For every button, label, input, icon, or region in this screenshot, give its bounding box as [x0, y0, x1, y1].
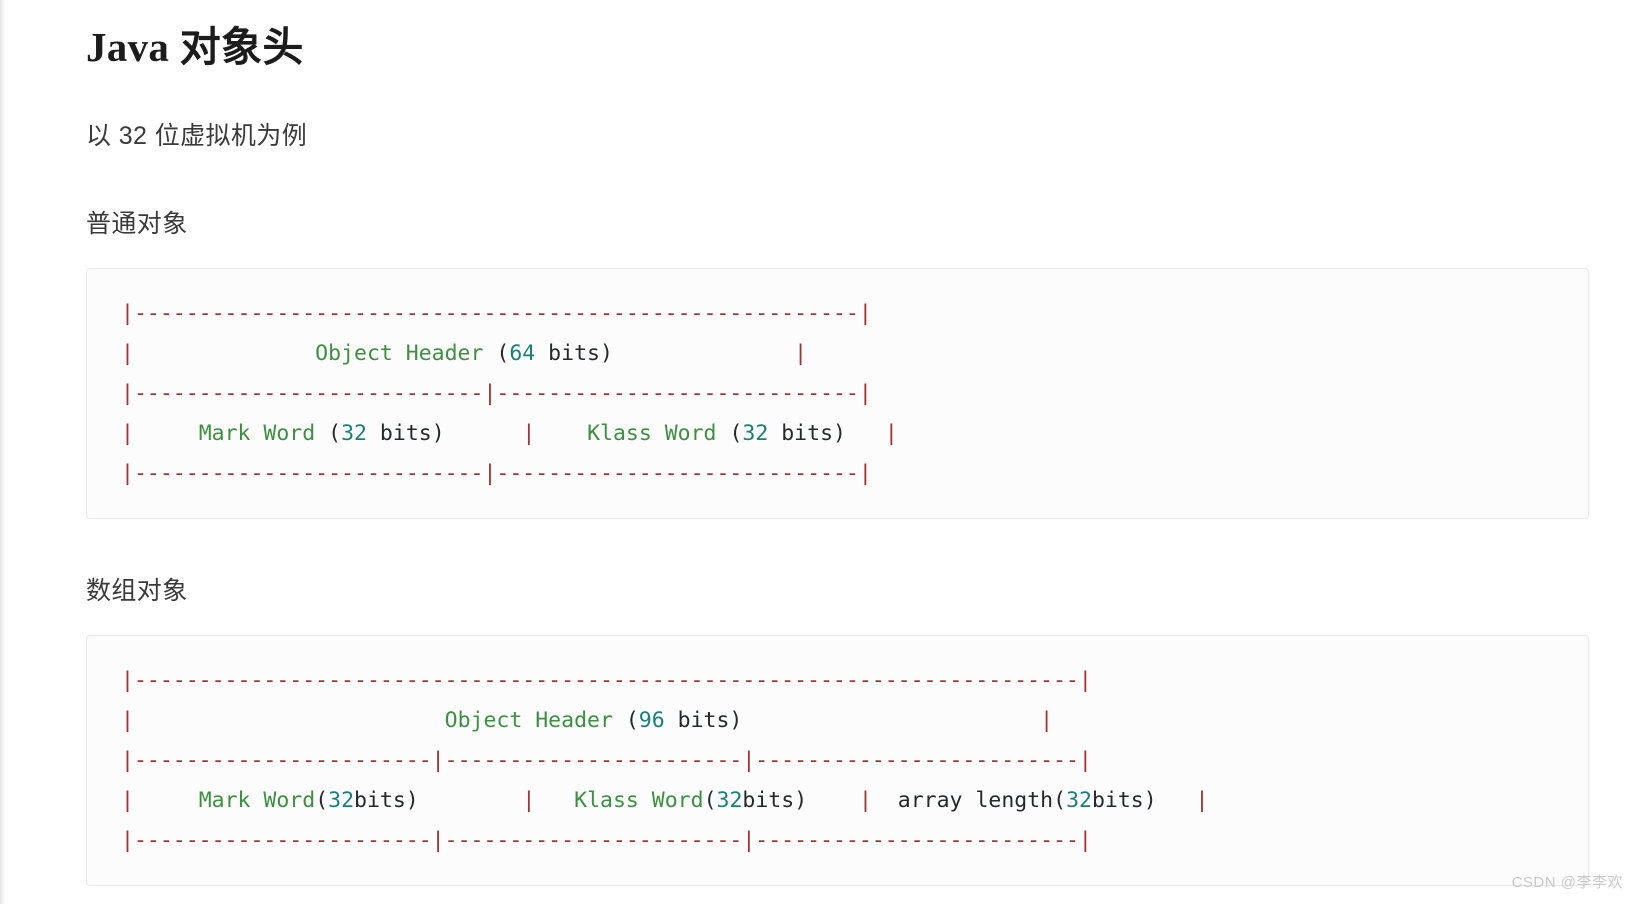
code-token: |: [483, 461, 497, 487]
code-token: ---------------------------: [133, 461, 484, 487]
code-token: -------------------------: [755, 828, 1079, 854]
code-token: [1157, 788, 1196, 813]
code-token: |: [1195, 788, 1209, 814]
code-token: bits): [535, 341, 613, 367]
code-token: |: [431, 748, 445, 774]
code-token: |: [121, 461, 134, 487]
code-token: |: [483, 381, 497, 407]
code-token: bits): [742, 788, 808, 814]
code-token: [535, 788, 574, 813]
code-token: 32: [716, 788, 743, 814]
code-token: 96: [638, 708, 665, 734]
code-token: |: [121, 421, 134, 447]
code-token: -----------------------: [444, 828, 743, 854]
code-token: Object Header: [315, 341, 497, 367]
code-token: |: [794, 341, 808, 367]
code-token: |: [884, 421, 898, 447]
page-edge-strip: [0, 0, 5, 904]
code-token: bits): [1091, 788, 1157, 814]
code-token: [846, 421, 885, 446]
code-token: [535, 421, 587, 446]
code-token: |: [121, 341, 134, 367]
code-token: [445, 421, 523, 446]
code-token: |: [1078, 668, 1092, 694]
code-token: bits): [354, 788, 419, 814]
code-token: Klass Word: [574, 788, 704, 814]
code-token: ----------------------------------------…: [133, 301, 859, 327]
code-token: |: [742, 828, 756, 854]
code-token: Mark Word: [198, 421, 329, 447]
code-token: |: [121, 788, 134, 814]
code-token: -----------------------: [444, 748, 743, 774]
code-token: |: [522, 421, 536, 447]
code-token: |: [121, 828, 134, 854]
code-token: -------------------------: [755, 748, 1079, 774]
code-token: [134, 421, 199, 446]
code-token: Mark Word: [198, 788, 316, 814]
code-token: ----------------------------: [496, 461, 859, 487]
code-token: Object Header: [444, 708, 626, 734]
code-token: |: [858, 381, 872, 407]
code-token: |: [1078, 828, 1092, 854]
section-heading-normal-object: 普通对象: [86, 210, 188, 239]
document-subtitle: 以 32 位虚拟机为例: [86, 122, 308, 151]
code-token: (: [496, 341, 510, 367]
code-token: bits): [366, 421, 445, 447]
code-block-array-object: |---------------------------------------…: [86, 635, 1589, 887]
code-token: -----------------------: [133, 748, 432, 774]
code-token: |: [858, 461, 872, 487]
code-token: 32: [742, 421, 769, 447]
code-token: |: [121, 301, 134, 327]
code-token: [134, 341, 315, 366]
section-heading-array-object: 数组对象: [86, 577, 188, 606]
code-token: Klass Word: [587, 421, 730, 447]
watermark-label: CSDN @李李欢: [1511, 874, 1623, 891]
code-token: |: [121, 668, 134, 694]
code-token: ---------------------------: [133, 381, 484, 407]
code-token: (: [729, 421, 743, 447]
code-block-normal-object: |---------------------------------------…: [86, 268, 1589, 520]
code-token: |: [742, 748, 756, 774]
code-token: bits): [768, 421, 846, 447]
code-token: 32: [1066, 788, 1092, 814]
code-token: |: [522, 788, 536, 814]
code-token: |: [121, 381, 134, 407]
code-token: |: [121, 748, 134, 774]
ascii-diagram-array-object: |---------------------------------------…: [121, 661, 1588, 861]
ascii-diagram-normal-object: |---------------------------------------…: [121, 294, 1588, 494]
code-token: (: [328, 421, 342, 447]
code-token: |: [1040, 708, 1054, 734]
code-token: ----------------------------------------…: [133, 668, 1079, 694]
code-token: [419, 788, 523, 813]
code-token: bits): [664, 708, 743, 734]
code-token: [742, 708, 1040, 733]
page-title: Java 对象头: [86, 24, 304, 70]
code-token: -----------------------: [133, 828, 432, 854]
code-token: (: [625, 708, 639, 734]
code-token: |: [858, 788, 872, 814]
code-token: (: [315, 788, 329, 814]
code-token: |: [1078, 748, 1092, 774]
code-token: ----------------------------: [496, 381, 859, 407]
code-token: (: [703, 788, 717, 814]
code-token: |: [121, 708, 134, 734]
code-token: array length(: [871, 788, 1067, 814]
code-token: [134, 708, 445, 733]
code-token: [134, 788, 199, 813]
code-token: [807, 788, 859, 813]
code-token: 32: [341, 421, 367, 447]
code-token: |: [858, 301, 872, 327]
code-token: |: [431, 828, 445, 854]
code-token: 32: [328, 788, 355, 814]
code-token: 64: [509, 341, 536, 367]
code-token: [613, 341, 794, 366]
